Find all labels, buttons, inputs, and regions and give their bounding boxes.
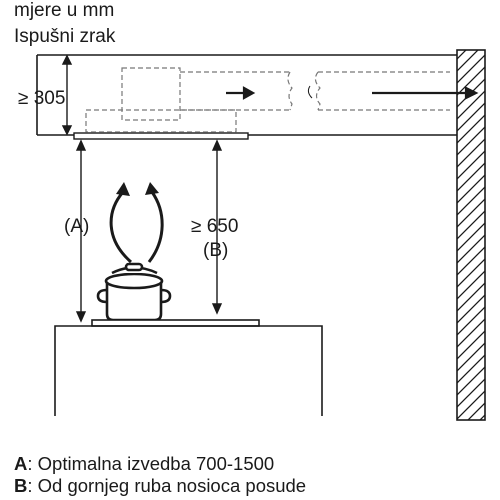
duct-airflow-arrows (226, 86, 479, 100)
duct-break-marks (307, 85, 313, 99)
hob-plate (91, 319, 260, 327)
legend-b-text: : Od gornjeg ruba nosioca posude (27, 475, 307, 496)
legend-a: A: Optimalna izvedba 700-1500 (14, 453, 274, 475)
kitchen-worktop (54, 325, 323, 416)
dimension-b-label: (B) (203, 240, 228, 261)
legend-b: B: Od gornjeg ruba nosioca posude (14, 475, 306, 497)
exhaust-air-label: Ispušni zrak (14, 26, 116, 47)
dimension-b-line (211, 139, 223, 315)
legend-a-key: A (14, 453, 28, 474)
dimension-a-line (75, 139, 87, 323)
ceiling-gap-value: ≥ 305 (18, 88, 65, 109)
legend-b-key: B (14, 475, 28, 496)
legend-a-text: : Optimalna izvedba 700-1500 (27, 453, 275, 474)
ceiling-gap-dimension (61, 54, 73, 136)
dimension-b-value: ≥ 650 (191, 216, 238, 237)
dimension-a-label: (A) (64, 216, 89, 237)
exhaust-duct (85, 67, 450, 133)
hood-panel (73, 132, 249, 140)
steam-arrows (109, 191, 164, 264)
cooking-pot-icon (96, 262, 172, 322)
wall (456, 49, 486, 421)
units-label: mjere u mm (14, 0, 115, 21)
steam-arrow-heads (116, 182, 159, 196)
